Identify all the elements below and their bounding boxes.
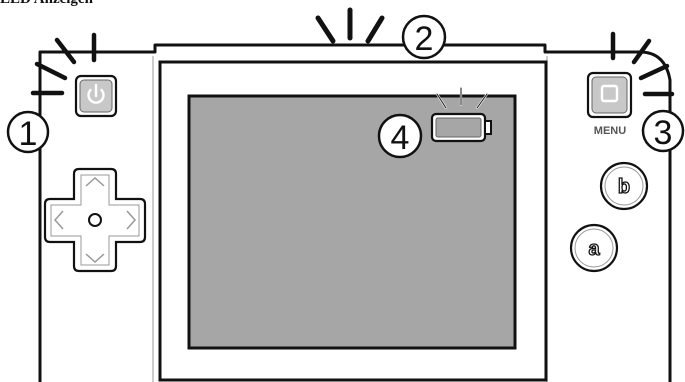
callout-1-label: 1 — [19, 115, 38, 153]
menu-label: MENU — [594, 125, 626, 137]
b-button[interactable]: b — [599, 161, 649, 211]
dpad-right-icon — [126, 210, 137, 230]
battery-led-rays-outline — [436, 87, 488, 109]
dpad-down-icon — [85, 253, 105, 264]
a-button-label: a — [588, 238, 600, 260]
callout-1: 1 — [6, 110, 50, 154]
menu-button[interactable] — [586, 71, 633, 119]
battery-icon — [430, 112, 492, 143]
callout-4-label: 4 — [391, 119, 410, 157]
dpad-center-icon — [88, 213, 102, 227]
menu-led-rays — [610, 31, 675, 97]
top-led-rays — [315, 7, 385, 44]
callout-2: 2 — [401, 14, 447, 60]
dpad-left-icon — [53, 210, 64, 230]
dpad-up-icon — [85, 176, 105, 187]
power-button[interactable] — [74, 74, 118, 118]
callout-4: 4 — [377, 113, 423, 159]
callout-3: 3 — [641, 109, 685, 153]
power-led-rays — [30, 32, 97, 96]
power-icon — [87, 83, 105, 104]
dpad[interactable] — [43, 167, 147, 273]
callout-2-label: 2 — [415, 20, 434, 58]
b-button-label: b — [618, 176, 630, 198]
page-heading: LED Anzeigen — [0, 0, 93, 9]
callout-3-label: 3 — [654, 114, 673, 152]
square-menu-icon — [600, 84, 619, 103]
a-button[interactable]: a — [569, 223, 619, 273]
